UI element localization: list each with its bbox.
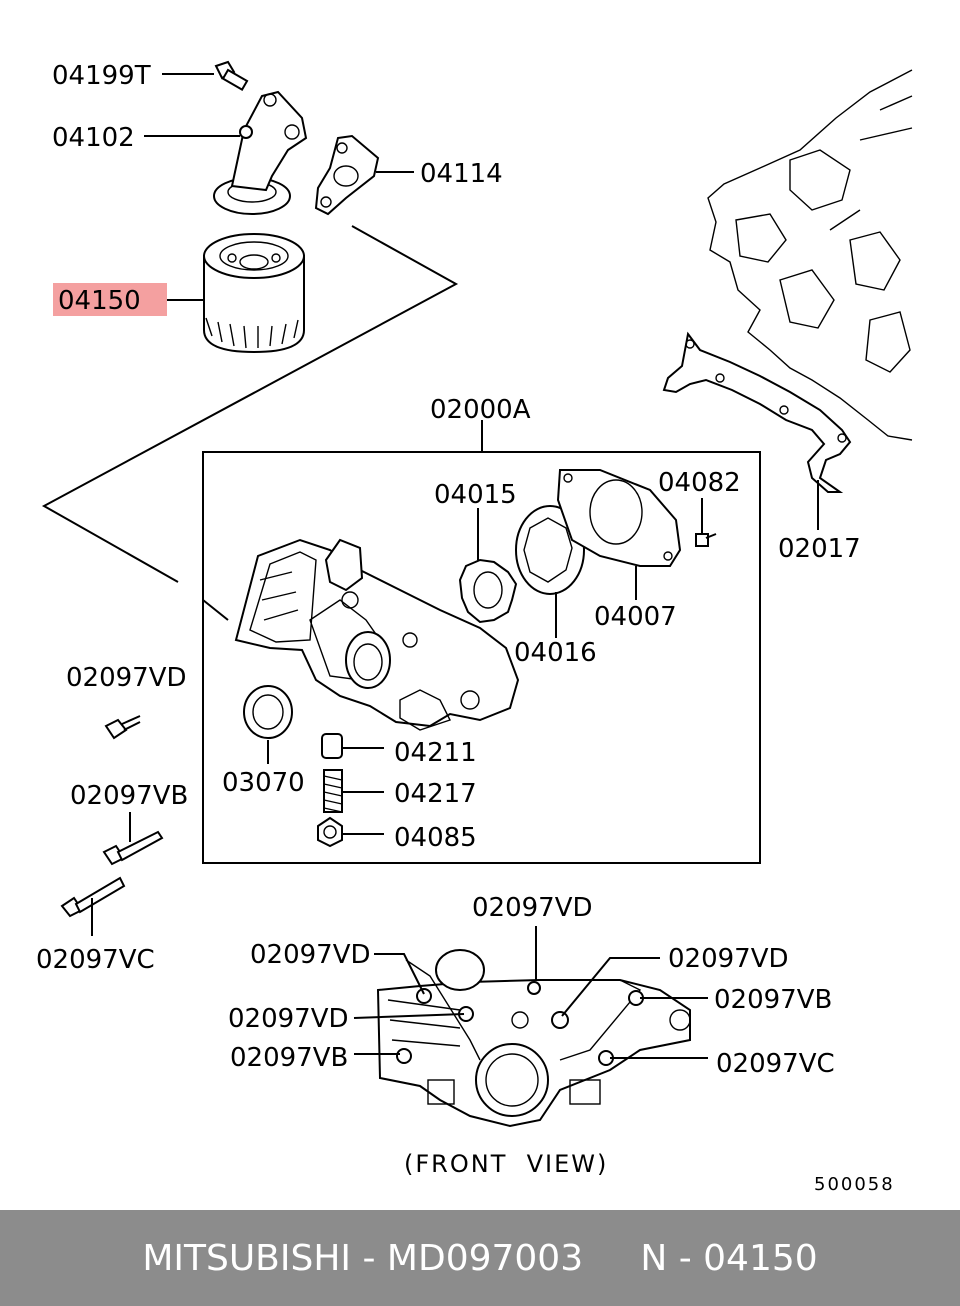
label-02097VD-top: 02097VD [472, 893, 593, 923]
diagram-code: 500058 [814, 1174, 895, 1195]
label-02097VD-left: 02097VD [66, 663, 187, 693]
label-04217: 04217 [394, 779, 477, 809]
label-02097VC-right: 02097VC [716, 1049, 835, 1079]
highlight-04150 [53, 283, 167, 316]
oil-seal-03070 [243, 685, 293, 764]
engine-block [707, 69, 913, 441]
label-04085: 04085 [394, 823, 477, 853]
label-02097VD-mid-left: 02097VD [228, 1004, 349, 1034]
footer-part-info: MITSUBISHI - MD097003 N - 04150 [142, 1237, 818, 1279]
label-02097VB-left: 02097VB [70, 781, 188, 811]
bolt-04199T [162, 60, 249, 92]
parts-diagram: 04199T 04102 04114 04150 02000A 04015 04… [36, 60, 913, 1195]
relief-plunger-04211 [321, 733, 384, 759]
label-02097VD-upper-left: 02097VD [250, 940, 371, 970]
oil-filter-04150 [166, 233, 305, 354]
screw-04082 [695, 498, 717, 547]
label-02097VB-lower-left: 02097VB [230, 1043, 348, 1073]
label-04016: 04016 [514, 638, 597, 668]
bolt-02097VD-left [104, 715, 141, 740]
front-view-pump [376, 949, 691, 1128]
bolt-02097VB-left [102, 812, 164, 866]
filter-bracket-04102 [144, 90, 308, 215]
pump-cover-04007 [556, 469, 682, 600]
label-04015: 04015 [434, 480, 517, 510]
gasket-02017 [662, 331, 852, 530]
gasket-04114 [314, 134, 414, 216]
label-04114: 04114 [420, 159, 503, 189]
label-04199T: 04199T [52, 61, 151, 91]
label-03070: 03070 [222, 768, 305, 798]
label-02097VD-upper-right: 02097VD [668, 944, 789, 974]
plug-04085 [317, 816, 384, 848]
front-view-caption: (FRONT VIEW) [404, 1150, 608, 1178]
inner-rotor-04015 [458, 508, 518, 624]
label-02097VC-left: 02097VC [36, 945, 155, 975]
label-02017: 02017 [778, 534, 861, 564]
oil-pump-body [234, 538, 520, 731]
label-02097VB-right: 02097VB [714, 985, 832, 1015]
footer-bar: MITSUBISHI - MD097003 N - 04150 [0, 1210, 960, 1306]
bolt-02097VC-left [60, 876, 126, 936]
label-04007: 04007 [594, 602, 677, 632]
label-04102: 04102 [52, 123, 135, 153]
label-04211: 04211 [394, 738, 477, 768]
label-04150: 04150 [58, 286, 141, 316]
relief-spring-04217 [323, 769, 384, 813]
label-02000A: 02000A [430, 395, 531, 425]
label-04082: 04082 [658, 468, 741, 498]
